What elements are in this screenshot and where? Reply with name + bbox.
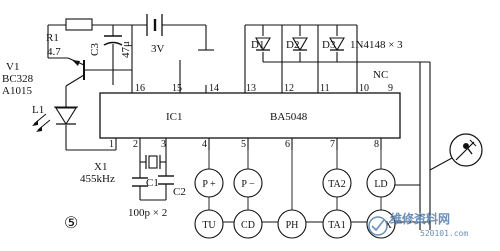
battery-symbol xyxy=(146,14,163,36)
switch-detail-icon xyxy=(449,133,483,167)
diode-d2 xyxy=(292,37,308,52)
crystal-wiring xyxy=(139,148,167,201)
key-tu[interactable]: TU xyxy=(194,209,224,239)
v1-emitter-arrow xyxy=(72,60,80,66)
diagram-number: ⑤ xyxy=(64,215,78,232)
nc-label: NC xyxy=(373,69,388,81)
key-p-minus-label: P − xyxy=(241,179,255,190)
pin-5: 5 xyxy=(241,139,246,150)
pin-11: 11 xyxy=(320,83,330,94)
ic-part: BA5048 xyxy=(270,111,308,123)
diode-part: 1N4148 × 3 xyxy=(350,39,403,51)
d2-ref: D2 xyxy=(286,39,299,51)
v1-part2: A1015 xyxy=(2,85,32,97)
d3-ref: D3 xyxy=(322,39,336,51)
key-cd[interactable]: CD xyxy=(233,209,263,239)
pin-4: 4 xyxy=(202,139,207,150)
c3-capacitor xyxy=(103,35,123,46)
watermark-logo xyxy=(368,216,388,236)
key-p-minus[interactable]: P − xyxy=(233,168,263,198)
led-ref: L1 xyxy=(32,104,44,116)
c3-value: 47μ xyxy=(120,41,132,58)
led-l1 xyxy=(54,96,117,151)
pin-8: 8 xyxy=(374,139,379,150)
watermark-text: 维修资料网 xyxy=(390,211,450,226)
key-ld-label: LD xyxy=(374,179,387,190)
supply-wiring xyxy=(47,24,207,85)
r1-ref: R1 xyxy=(46,32,59,44)
key-tu-label: TU xyxy=(202,220,216,231)
capacitor-c1 xyxy=(132,177,148,187)
d1-ref: D1 xyxy=(251,39,264,51)
pin-3: 3 xyxy=(161,139,166,150)
v1-ref: V1 xyxy=(6,61,19,73)
pin-16: 16 xyxy=(135,83,145,94)
diode-d3 xyxy=(329,37,345,52)
crystal-freq: 455kHz xyxy=(80,173,115,185)
r1-resistor xyxy=(65,18,93,31)
supply-label: 3V xyxy=(151,43,165,55)
c1-ref: C1 xyxy=(146,177,159,189)
key-ta2-label: TA2 xyxy=(328,179,346,190)
pin-6: 6 xyxy=(285,139,290,150)
capacitor-c2 xyxy=(158,175,174,185)
ic-top-pins xyxy=(131,85,358,93)
v1-part1: BC328 xyxy=(2,73,34,85)
pin-2: 2 xyxy=(133,139,138,150)
key-ta1-label: TA1 xyxy=(328,220,346,231)
ic-body xyxy=(99,92,401,139)
pin-15: 15 xyxy=(172,83,182,94)
key-cd-label: CD xyxy=(241,220,255,231)
ic-bottom-pins xyxy=(115,138,382,150)
pin-10: 10 xyxy=(359,83,369,94)
diode-d1 xyxy=(255,37,271,52)
diode-wiring xyxy=(244,24,431,230)
key-ta1[interactable]: TA1 xyxy=(322,209,352,239)
key-p-plus[interactable]: P + xyxy=(194,168,224,198)
crystal-x1 xyxy=(145,155,161,169)
pin-14: 14 xyxy=(209,83,219,94)
crystal-ref: X1 xyxy=(94,161,107,173)
r1-value: 4.7 xyxy=(47,46,61,58)
callout-line xyxy=(429,157,453,171)
key-p-plus-label: P + xyxy=(202,179,216,190)
pin-13: 13 xyxy=(246,83,256,94)
watermark-url: 520101.com xyxy=(420,229,468,238)
ic-ref: IC1 xyxy=(166,111,183,123)
key-ph[interactable]: PH xyxy=(277,209,307,239)
pin-7: 7 xyxy=(330,139,335,150)
key-ph-label: PH xyxy=(286,220,299,231)
pin-12: 12 xyxy=(284,83,294,94)
led-emission-icon xyxy=(32,113,51,132)
caps-value: 100p × 2 xyxy=(128,207,167,219)
c2-ref: C2 xyxy=(173,186,186,198)
key-ld[interactable]: LD xyxy=(366,168,396,198)
v1-transistor xyxy=(48,57,132,96)
pin-9: 9 xyxy=(388,83,393,94)
pin-1: 1 xyxy=(109,139,114,150)
led-triangle xyxy=(55,107,77,126)
c3-ref: C3 xyxy=(89,43,101,56)
key-ta2[interactable]: TA2 xyxy=(322,168,352,198)
